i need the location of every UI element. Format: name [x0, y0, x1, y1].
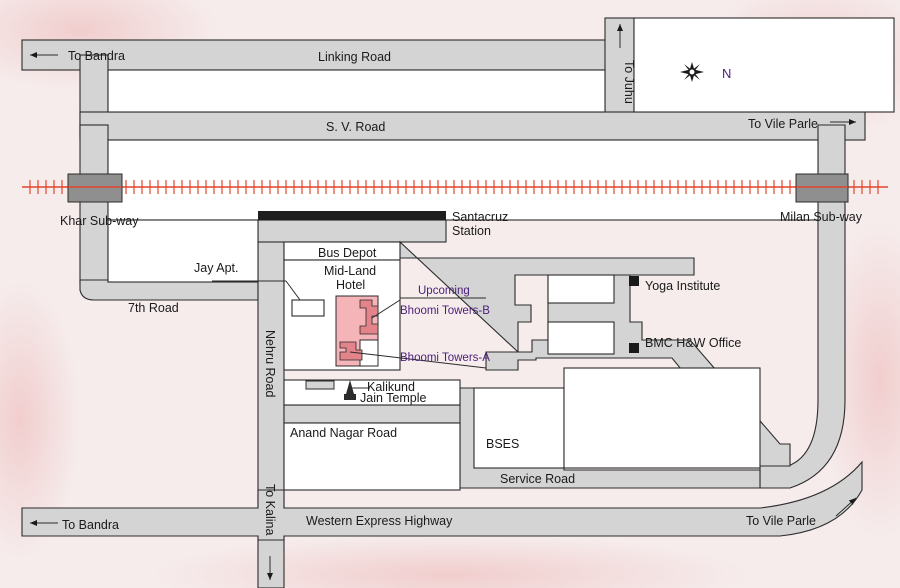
block-juhu-east	[633, 17, 895, 113]
bhoomi-tower-a-shape	[339, 341, 363, 361]
label-yoga-institute: Yoga Institute	[645, 279, 720, 293]
bhoomi-b-leader	[371, 299, 401, 319]
kalikund-structure	[305, 380, 335, 390]
block-linking-sv	[107, 69, 606, 113]
label-to-vile-parle-bottom: To Vile Parle	[746, 514, 816, 528]
khar-subway-box	[67, 173, 123, 203]
block-yoga	[547, 274, 615, 304]
label-santacruz-2: Station	[452, 224, 491, 238]
label-service-road: Service Road	[500, 472, 575, 486]
texture-smudge	[0, 280, 80, 560]
label-bus-depot: Bus Depot	[318, 246, 377, 260]
label-khar-subway: Khar Sub-way	[60, 214, 139, 228]
label-linking-road: Linking Road	[318, 50, 391, 64]
block-anand-south	[283, 422, 461, 491]
block-railway-zone	[107, 139, 819, 221]
compass-north-label: N	[722, 66, 731, 81]
seventh-road	[79, 279, 259, 301]
label-to-juhu: To Juhu	[622, 60, 636, 104]
texture-smudge	[150, 535, 750, 588]
label-jay-apt: Jay Apt.	[194, 261, 238, 275]
label-milan-subway: Milan Sub-way	[780, 210, 863, 224]
label-to-vile-parle-top: To Vile Parle	[748, 117, 818, 131]
temple-icon	[344, 380, 356, 400]
block-bmc	[547, 321, 615, 355]
bhoomi-a-leader	[349, 351, 487, 369]
label-santacruz-1: Santacruz	[452, 210, 508, 224]
label-bmc-office: BMC H&W Office	[645, 336, 741, 350]
label-western-express-highway: Western Express Highway	[306, 514, 453, 528]
milan-road	[759, 124, 846, 489]
bhoomi-tower-b-shape	[359, 299, 379, 335]
station-road	[257, 219, 447, 243]
compass-rose-icon	[680, 62, 704, 82]
milan-subway-box	[795, 173, 849, 203]
arrow-to-vile-parle-bottom	[835, 497, 857, 517]
label-to-bandra-bottom: To Bandra	[62, 518, 119, 532]
label-kalikund-1: Kalikund	[367, 380, 415, 394]
label-seventh-road: 7th Road	[128, 301, 179, 315]
label-bhoomi-a: Bhoomi Towers-A	[400, 352, 490, 364]
label-midland-2: Hotel	[336, 278, 365, 292]
block-bses	[473, 387, 565, 469]
label-midland-1: Mid-Land	[324, 264, 376, 278]
label-bhoomi-b: Bhoomi Towers-B	[400, 305, 490, 317]
label-nehru-road: Nehru Road	[263, 330, 277, 397]
label-kalikund-2: Jain Temple	[360, 391, 427, 405]
block-east-plot	[563, 367, 761, 469]
block-jay-apt	[291, 299, 325, 317]
label-to-bandra-top: To Bandra	[68, 49, 125, 63]
santacruz-platform	[258, 211, 446, 220]
bmc-marker-icon	[629, 343, 639, 353]
label-to-kalina: To Kalina	[263, 484, 277, 535]
label-sv-road: S. V. Road	[326, 120, 385, 134]
khar-road	[79, 124, 109, 284]
yoga-marker-icon	[629, 276, 639, 286]
label-upcoming: Upcoming	[418, 285, 470, 297]
block-khar-west	[107, 219, 259, 283]
anand-nagar-road	[283, 404, 475, 424]
western-express-highway	[21, 460, 863, 541]
sv-road	[79, 111, 866, 141]
linking-road	[21, 39, 635, 71]
label-bses: BSES	[486, 437, 519, 451]
jay-apt-leader-2	[285, 280, 301, 301]
label-anand-nagar-road: Anand Nagar Road	[290, 426, 397, 440]
